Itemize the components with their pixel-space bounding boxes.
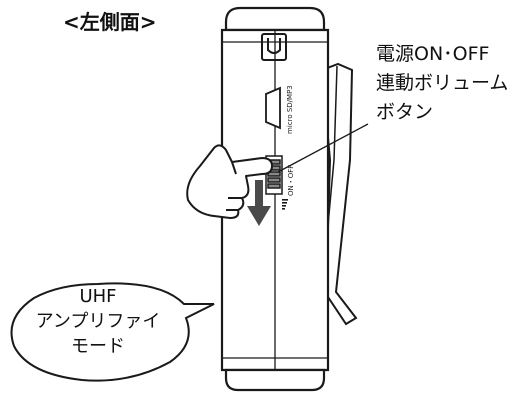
speech-bubble bbox=[10, 282, 215, 382]
callout-line: ボタン bbox=[376, 101, 434, 123]
micro-sd-label: micro SD/MP3 bbox=[286, 85, 294, 134]
device-body bbox=[220, 6, 330, 392]
bubble-line: アンプリファイ bbox=[35, 311, 161, 332]
bubble-text: UHF アンプリファイ モード bbox=[10, 284, 186, 359]
bubble-line: モード bbox=[71, 336, 125, 357]
bubble-line: UHF bbox=[79, 286, 117, 307]
section-title: <左側面> bbox=[63, 10, 157, 34]
down-arrow-icon bbox=[247, 180, 271, 226]
pointing-hand-icon bbox=[186, 144, 273, 219]
volume-bars-icon bbox=[282, 199, 288, 210]
callout-line: 連動ボリューム bbox=[376, 72, 509, 94]
switch-label: ON・OFF bbox=[287, 164, 295, 196]
callout-line: 電源ON･OFF bbox=[376, 43, 490, 65]
callout-leader-line bbox=[277, 123, 369, 173]
micro-sd-slot bbox=[265, 86, 281, 130]
headphone-jack-icon bbox=[261, 33, 287, 61]
power-volume-callout: 電源ON･OFF 連動ボリューム ボタン bbox=[376, 40, 508, 127]
